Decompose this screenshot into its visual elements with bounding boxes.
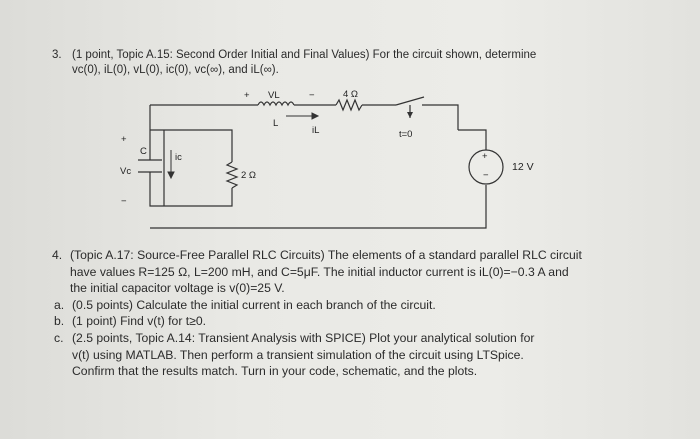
wire-right-vertical [458,129,487,150]
inductor-symbol [257,101,295,107]
problem-4-line-2: have values R=125 Ω, L=200 mH, and C=5μF… [70,264,569,279]
wire-switch-out [422,104,459,130]
vl-minus-sign: − [309,90,315,101]
problem-3-line-1: (1 point, Topic A.15: Second Order Initi… [72,49,537,61]
switch-time-label: t=0 [399,129,413,140]
switch-arrow-icon [407,112,413,118]
il-arrow-icon [286,112,320,120]
capacitor-label: C [140,146,147,157]
ic-label: ic [175,152,182,163]
resistor-2ohm-label: 2 Ω [241,170,257,181]
vc-label: Vc [120,166,132,177]
voltage-source-symbol [468,149,504,185]
inductor-label: L [273,118,279,129]
problem-4-text: (Topic A.17: Source-Free Parallel RLC Ci… [54,247,582,380]
part-c-cont-1: v(t) using MATLAB. Then perform a transi… [72,347,524,362]
vl-plus-sign: + [244,90,250,101]
wire-source-bottom [150,185,487,229]
part-b-label: b. [54,314,65,329]
vl-label: VL [268,90,280,101]
wire-r2-top [164,129,233,162]
source-minus-sign: − [483,170,489,181]
problem-3-line-2: vc(0), iL(0), vL(0), ic(0), vc(∞), and i… [72,64,279,76]
problem-4-number: 4. [52,248,63,262]
resistor-4ohm-symbol [335,98,363,112]
part-b-text: (1 point) Find v(t) for t≥0. [72,314,207,329]
problem-4-line-1: (Topic A.17: Source-Free Parallel RLC Ci… [70,248,582,262]
switch-symbol [395,96,425,106]
source-plus-sign: + [482,151,488,162]
part-a-label: a. [54,297,65,312]
resistor-2ohm-symbol [225,161,239,189]
part-c-label: c. [54,330,64,345]
resistor-4ohm-label: 4 Ω [343,89,359,100]
part-a: a. (0.5 points) Calculate the initial cur… [54,297,582,314]
vc-minus-sign: − [121,196,127,207]
problem-4-line-3: the initial capacitor voltage is v(0)=25… [70,281,285,296]
part-c-text: (2.5 points, Topic A.14: Transient Analy… [72,330,535,345]
source-voltage-label: 12 V [512,161,534,173]
il-label: iL [312,125,320,136]
part-b: b. (1 point) Find v(t) for t≥0. [54,313,582,330]
part-c: c. (2.5 points, Topic A.14: Transient Ana… [54,330,582,347]
wire-r2-bottom [164,188,233,207]
part-a-text: (0.5 points) Calculate the initial curre… [72,297,436,312]
wire-cap-frame [149,129,164,207]
problem-3-number: 3. [52,49,62,61]
part-c-cont-2: Confirm that the results match. Turn in … [72,364,478,379]
vc-plus-sign: + [121,134,127,145]
ic-arrow-icon [167,150,175,180]
